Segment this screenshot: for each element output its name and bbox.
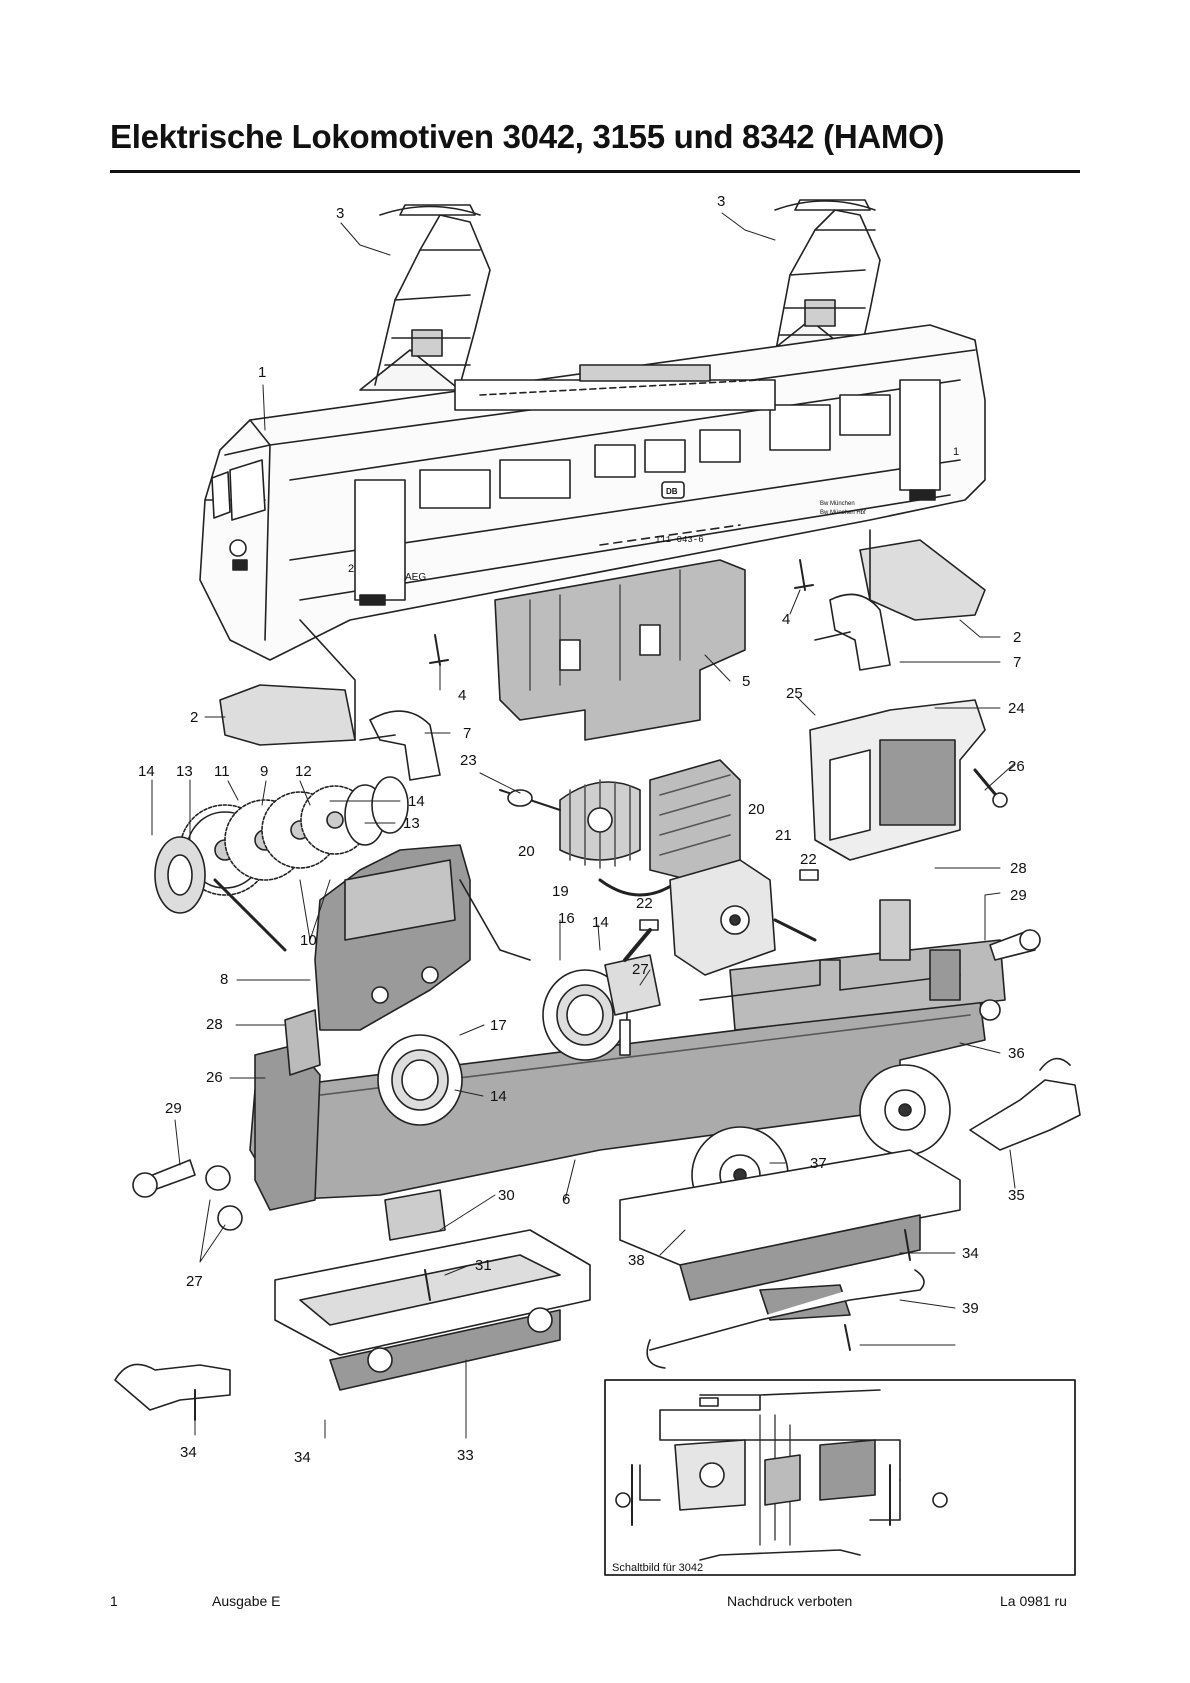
callout-10: 10 — [300, 932, 317, 949]
callout-7-left: 7 — [463, 725, 471, 742]
wiring-schematic — [604, 1379, 1076, 1576]
callout-24: 26 — [1008, 758, 1025, 775]
callout-14-a: 14 — [138, 763, 155, 780]
callout-13-a: 13 — [176, 763, 193, 780]
callout-15-b: 17 — [490, 1017, 507, 1034]
callout-14-c: 14 — [592, 914, 609, 931]
callout-25: 26 — [206, 1069, 223, 1086]
locomotive-body-shell — [199, 324, 986, 661]
callout-16: 19 — [552, 883, 569, 900]
depot-text-2: Bw München Hbf — [820, 510, 866, 516]
callout-35: 36 — [1008, 1045, 1025, 1062]
loco-number-side: 111 043-6 — [655, 535, 704, 545]
callout-14-d: 14 — [490, 1088, 507, 1105]
gear-housing — [314, 844, 531, 1031]
callout-12: 12 — [295, 763, 312, 780]
callout-21: 23 — [460, 752, 477, 769]
callout-28-left: 28 — [206, 1016, 223, 1033]
callout-19: 21 — [775, 827, 792, 844]
callout-17: 20 — [518, 843, 535, 860]
page-title: Elektrische Lokomotiven 3042, 3155 und 8… — [110, 118, 945, 155]
callout-23: 25 — [786, 685, 803, 702]
callout-20-a: 22 — [800, 851, 817, 868]
front-skirt-left — [219, 619, 356, 746]
title-rule — [110, 170, 1080, 173]
callout-4-left: 4 — [458, 687, 466, 704]
callout-13-b: 13 — [403, 815, 420, 832]
callout-numbers: 3 3 1 2 2 7 7 4 4 5 25 24 26 23 14 13 11… — [138, 193, 1027, 1466]
cab-number-2: 2 — [348, 563, 354, 575]
callout-37: 38 — [628, 1252, 645, 1269]
callout-33-left: 34 — [294, 1449, 311, 1466]
callout-34-right: 35 — [1008, 1187, 1025, 1204]
callout-3-left: 3 — [336, 205, 344, 222]
callout-31: 31 — [475, 1257, 492, 1274]
callout-15-a: 16 — [558, 910, 575, 927]
callout-1: 1 — [258, 364, 266, 381]
callout-3-right: 3 — [717, 193, 725, 210]
callout-29-right: 29 — [1010, 887, 1027, 904]
edition-label: Ausgabe E — [212, 1593, 281, 1609]
motor-armature — [499, 779, 641, 869]
rear-buffer-assembly — [979, 929, 1041, 1021]
db-emblem: DB — [666, 487, 678, 496]
body-screws — [429, 559, 814, 666]
bogie-front — [274, 1189, 591, 1391]
motor-mount-frame — [494, 559, 746, 741]
bogie-rear — [619, 1149, 961, 1369]
callout-2-right: 2 — [1013, 629, 1021, 646]
callout-36: 37 — [810, 1155, 827, 1172]
cab-number-1: 1 — [953, 446, 959, 458]
callout-34-left: 34 — [180, 1444, 197, 1461]
leader-lines — [151, 212, 1016, 1439]
pantograph-left — [359, 204, 491, 391]
depot-text-1: Bw München — [820, 501, 855, 507]
callout-6: 6 — [562, 1191, 570, 1208]
document-code: La 0981 ru — [1000, 1593, 1067, 1609]
callout-11: 11 — [214, 763, 230, 780]
coupler-front — [114, 1363, 231, 1421]
schematic-caption: Schaltbild für 3042 — [612, 1562, 703, 1574]
maker-plate: AEG — [405, 572, 426, 583]
callout-32: 33 — [457, 1447, 474, 1464]
callout-33-right: 34 — [962, 1245, 979, 1262]
callout-8: 8 — [220, 971, 228, 988]
callout-29-left: 29 — [165, 1100, 182, 1117]
callout-22: 24 — [1008, 700, 1025, 717]
copyright-note: Nachdruck verboten — [727, 1593, 853, 1609]
motor-field — [598, 759, 741, 897]
callout-14-b: 14 — [408, 793, 425, 810]
callout-20-b: 22 — [636, 895, 653, 912]
callout-5: 5 — [742, 673, 750, 690]
callout-38: 39 — [962, 1300, 979, 1317]
front-buffer-assembly — [132, 1009, 321, 1231]
motor-shield — [639, 859, 819, 976]
callout-18: 20 — [748, 801, 765, 818]
coupler-rear — [969, 1057, 1081, 1151]
callout-9: 9 — [260, 763, 268, 780]
callout-2-left: 2 — [190, 709, 198, 726]
callout-4-right: 4 — [782, 611, 790, 628]
pickup-contacts — [604, 928, 661, 1056]
callout-30: 30 — [498, 1187, 515, 1204]
front-skirt-right — [859, 529, 986, 621]
callout-26: 27 — [632, 961, 649, 978]
coupler-shaft-right — [814, 593, 891, 671]
callout-28-right: 28 — [1010, 860, 1027, 877]
coupler-shaft-left — [359, 710, 441, 781]
reversing-unit — [809, 699, 1008, 861]
page-number: 1 — [110, 1593, 118, 1609]
locomotive-markings: 111 043-6 AEG DB Bw München Bw München H… — [348, 446, 959, 583]
callout-7-right: 7 — [1013, 654, 1021, 671]
gear-train — [154, 776, 409, 952]
callout-27: 27 — [186, 1273, 203, 1290]
